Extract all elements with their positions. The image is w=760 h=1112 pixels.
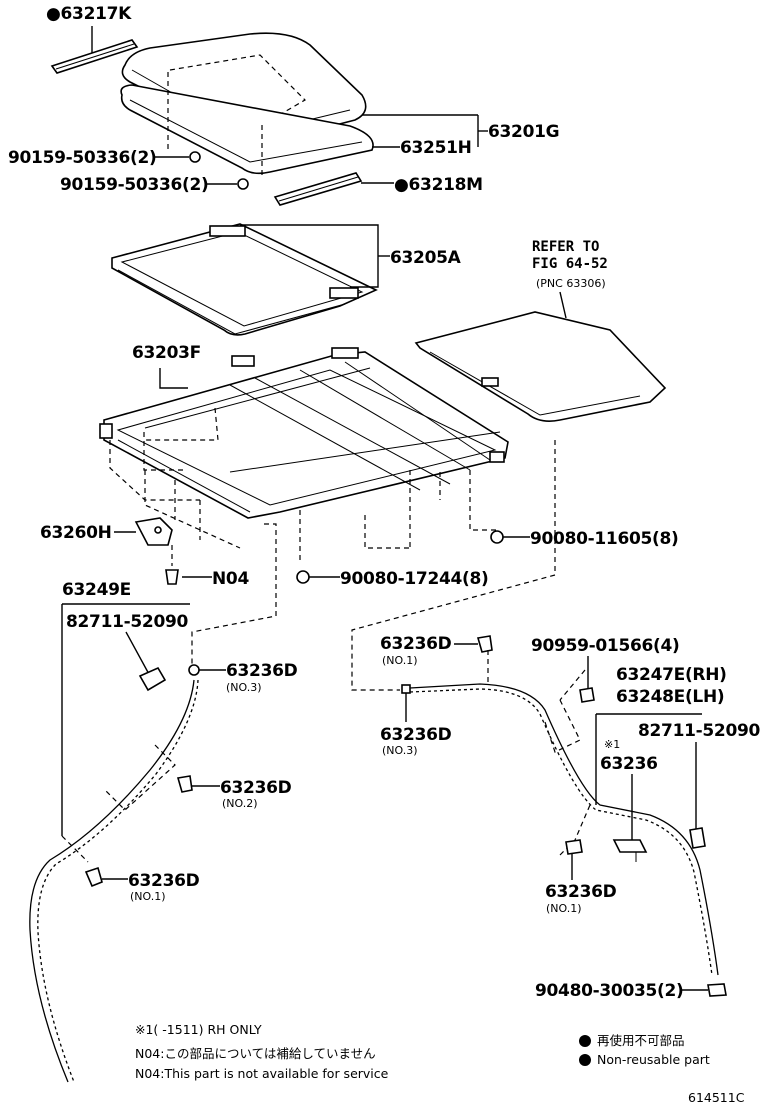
label-90080-11605: 90080-11605(8) (530, 529, 679, 549)
label-63236d-c: 63236D (128, 871, 200, 891)
label-bolt-lower: 90159-50336(2) (60, 175, 209, 195)
sunroof-housing-frame (99, 347, 509, 519)
refer-line-2: FIG 64-52 (532, 256, 608, 272)
label-n04: N04 (212, 569, 249, 589)
legend-jp: 再使用不可部品 (597, 1033, 685, 1048)
label-90480: 90480-30035(2) (535, 981, 684, 1001)
refer-line-3: (PNC 63306) (536, 277, 606, 290)
bracket-63260h (114, 517, 173, 546)
note-n04-jp: N04:この部品については補給していません (135, 1046, 376, 1061)
clip-90959 (579, 656, 595, 703)
label-63236d-a: 63236D (226, 661, 298, 681)
screw-n04 (165, 545, 212, 585)
weatherstrip-63217k (50, 26, 139, 74)
label-90080-17244: 90080-17244(8) (340, 569, 489, 589)
label-63236d-b: 63236D (220, 778, 292, 798)
note-rh-only: ※1( -1511) RH ONLY (135, 1022, 262, 1037)
label-82711-left: 82711-52090 (66, 612, 189, 632)
legend-non-reusable (579, 1035, 591, 1066)
label-63251h: 63251H (400, 138, 472, 158)
refer-line-1: REFER TO (532, 239, 599, 255)
label-mark1: ※1 (604, 738, 620, 751)
note-n04-en: N04:This part is not available for servi… (135, 1066, 389, 1081)
grommet-63236d-no2-left (176, 775, 220, 793)
label-no3-a: (NO.3) (226, 681, 262, 694)
grommet-63236d-no1-right-bottom (565, 839, 583, 855)
clamp-82711-right (689, 827, 706, 849)
sunshade-frame-63205a (111, 223, 378, 336)
bolt-90159-lower (207, 178, 249, 190)
label-no1-c: (NO.1) (130, 890, 166, 903)
bolt-90159-upper (155, 151, 201, 163)
label-63236d-f: 63236D (545, 882, 617, 902)
nut-90080-17244 (296, 570, 340, 584)
label-no2-b: (NO.2) (222, 797, 258, 810)
label-no1-f: (NO.1) (546, 902, 582, 915)
label-63201g: 63201G (488, 122, 559, 142)
clip-90480 (680, 983, 727, 997)
clamp-82711-left (138, 666, 167, 692)
label-63236d-e: 63236D (380, 725, 452, 745)
sunshade-headliner (414, 311, 667, 422)
label-63203f: 63203F (132, 343, 201, 363)
glass-seal-ring (120, 84, 374, 175)
label-no1-d: (NO.1) (382, 654, 418, 667)
label-63236: 63236 (600, 754, 658, 774)
clip-63236 (612, 839, 648, 862)
weatherstrip-63218m (273, 172, 394, 206)
label-bolt-upper: 90159-50336(2) (8, 148, 157, 168)
label-90959: 90959-01566(4) (531, 636, 680, 656)
nut-90080-11605 (490, 530, 530, 544)
label-82711-right: 82711-52090 (638, 721, 760, 741)
grommet-63236d-no3-left (188, 664, 226, 676)
label-63260h: 63260H (40, 523, 112, 543)
grommet-63236d-no1-left (84, 866, 128, 888)
label-63218m: ●63218M (394, 175, 483, 195)
label-63247e: 63247E(RH) (616, 665, 727, 685)
label-63205a: 63205A (390, 248, 462, 268)
label-63236d-d: 63236D (380, 634, 452, 654)
figure-id: 614511C (688, 1090, 745, 1105)
label-63217k: ●63217K (46, 4, 132, 24)
legend-en: Non-reusable part (597, 1052, 710, 1067)
grommet-63236d-no1-right-top (476, 635, 493, 653)
label-63248e: 63248E(LH) (616, 687, 724, 707)
label-no3-e: (NO.3) (382, 744, 418, 757)
grommet-63236d-no3-right (401, 684, 411, 694)
label-63249e: 63249E (62, 580, 131, 600)
